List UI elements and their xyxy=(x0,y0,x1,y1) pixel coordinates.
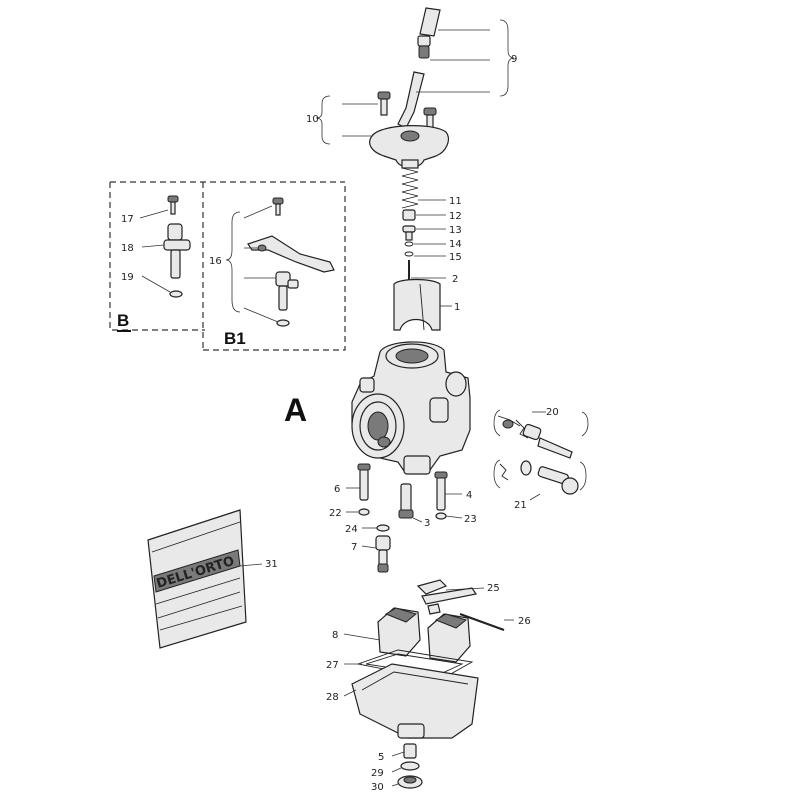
callout-8: 8 xyxy=(332,630,338,641)
callout-13: 13 xyxy=(449,225,462,236)
callout-26: 26 xyxy=(518,616,531,627)
part-11-spring xyxy=(401,167,419,209)
cable-adjuster xyxy=(417,35,431,47)
cable-nut xyxy=(418,45,430,59)
callout-18: 18 xyxy=(121,243,134,254)
callout-31: 31 xyxy=(265,559,278,570)
part-15-washer xyxy=(404,251,414,257)
cable-assembly xyxy=(397,7,441,129)
inset-b1-parts xyxy=(247,197,335,327)
inset-frames xyxy=(109,181,346,351)
part-19-washer xyxy=(169,290,183,298)
bracket-16 xyxy=(225,211,241,313)
part-23-washer xyxy=(435,512,447,520)
callout-28: 28 xyxy=(326,692,339,703)
callout-17: 17 xyxy=(121,214,134,225)
group-label-a: A xyxy=(284,392,307,428)
callout-14: 14 xyxy=(449,239,462,250)
callout-3: 3 xyxy=(424,518,430,529)
part-20-idle-screw-set xyxy=(497,415,573,459)
callout-16: 16 xyxy=(209,256,222,267)
callout-29: 29 xyxy=(371,768,384,779)
carburettor-body xyxy=(351,341,471,475)
part-22-washer xyxy=(358,508,370,516)
part-13-needle-retainer xyxy=(402,225,416,241)
part-30-plug xyxy=(397,775,423,789)
part-5-drain xyxy=(403,743,417,759)
callout-1: 1 xyxy=(454,302,460,313)
mixing-chamber-cover xyxy=(369,125,449,169)
part-26-float-pin xyxy=(459,612,505,632)
group-label-b: B xyxy=(117,311,129,330)
callout-27: 27 xyxy=(326,660,339,671)
group-label-b1: B1 xyxy=(224,329,246,348)
callout-19: 19 xyxy=(121,272,134,283)
inset-b-frame xyxy=(109,182,205,331)
bracket-9 xyxy=(499,19,515,97)
callout-4: 4 xyxy=(466,490,472,501)
callout-15: 15 xyxy=(449,252,462,263)
part-24-washer xyxy=(376,524,390,532)
part-29-washer xyxy=(400,761,420,771)
callout-21: 21 xyxy=(514,500,527,511)
part-21-mixture-screw-set xyxy=(499,460,579,495)
callout-7: 7 xyxy=(351,542,357,553)
callout-11: 11 xyxy=(449,196,462,207)
b1-lever xyxy=(247,235,335,273)
part-14-clip xyxy=(404,241,414,247)
callout-23: 23 xyxy=(464,514,477,525)
part-12-spring-cap xyxy=(402,209,416,221)
callout-30: 30 xyxy=(371,782,384,793)
bracket-10 xyxy=(315,95,331,145)
part-8-float xyxy=(377,607,471,663)
part-4-emulsion-tube xyxy=(434,471,448,511)
inset-b-parts xyxy=(163,195,191,298)
leader-lines xyxy=(139,29,546,787)
callout-22: 22 xyxy=(329,508,342,519)
callout-numbers: 9 10 11 12 13 14 15 2 1 17 18 19 16 20 2… xyxy=(121,54,559,793)
part-31-gasket-packet: DELL'ORTO xyxy=(147,509,247,649)
callout-24: 24 xyxy=(345,524,358,535)
callout-5: 5 xyxy=(378,752,384,763)
bracket-21 xyxy=(493,459,587,491)
b1-adjuster xyxy=(275,271,299,327)
cover-screws xyxy=(377,91,437,132)
inset-b1-frame xyxy=(203,182,346,351)
part-7-jet xyxy=(375,535,391,573)
cable-tube xyxy=(397,71,425,129)
bracket-20 xyxy=(493,409,589,437)
part-3-main-jet-holder xyxy=(398,483,414,519)
callout-2: 2 xyxy=(452,274,458,285)
part-1-throttle-slide xyxy=(393,278,441,331)
callout-25: 25 xyxy=(487,583,500,594)
part-17-screw xyxy=(167,195,179,215)
callout-10: 10 xyxy=(306,114,319,125)
part-6-tube xyxy=(357,463,371,501)
part-18-adjuster xyxy=(163,223,191,279)
b1-screw xyxy=(272,197,284,216)
cable-boot xyxy=(419,7,441,37)
part-28-float-bowl xyxy=(351,663,479,739)
callout-9: 9 xyxy=(511,54,517,65)
part-25-float-lever xyxy=(416,579,477,615)
callout-20: 20 xyxy=(546,407,559,418)
callout-6: 6 xyxy=(334,484,340,495)
callout-12: 12 xyxy=(449,211,462,222)
